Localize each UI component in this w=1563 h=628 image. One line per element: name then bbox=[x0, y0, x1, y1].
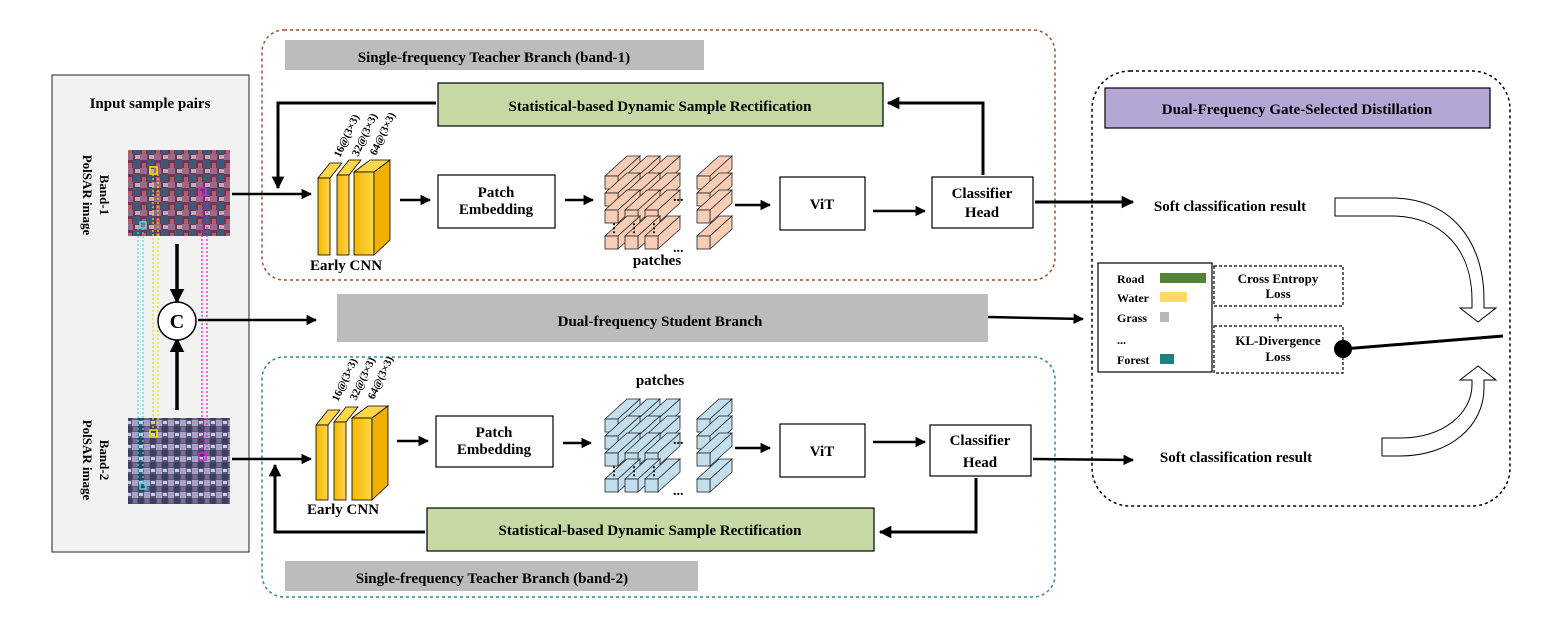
svg-text:...: ... bbox=[673, 190, 684, 205]
svg-text:...: ... bbox=[673, 484, 684, 499]
teacher2-patches: ...... ⋮ ⋮ ⋮ bbox=[603, 398, 734, 499]
svg-text:KL-Divergence: KL-Divergence bbox=[1235, 333, 1320, 348]
teacher1-early-cnn bbox=[317, 159, 392, 256]
svg-text:⋮: ⋮ bbox=[608, 464, 620, 478]
svg-text:Embedding: Embedding bbox=[457, 442, 532, 458]
patch-cube bbox=[695, 432, 734, 467]
concat-label: C bbox=[170, 311, 184, 333]
svg-text:⋮: ⋮ bbox=[648, 464, 660, 478]
band1-label: Band-1 PolSAR image bbox=[80, 155, 112, 236]
gate-switch-line bbox=[1342, 334, 1504, 351]
teacher1-early-cnn-label: Early CNN bbox=[310, 258, 382, 274]
svg-text:Head: Head bbox=[963, 455, 998, 471]
patch-cube bbox=[603, 458, 642, 493]
teacher2-early-cnn bbox=[315, 405, 390, 501]
correspondence-lines bbox=[137, 174, 208, 483]
svg-text:⋮: ⋮ bbox=[628, 464, 640, 478]
teacher2-rectification-label: Statistical-based Dynamic Sample Rectifi… bbox=[499, 523, 803, 539]
svg-text:Loss: Loss bbox=[1265, 286, 1290, 301]
student-branch-label: Dual-frequency Student Branch bbox=[558, 314, 763, 330]
gate-switch-node bbox=[1334, 340, 1352, 358]
teacher2-patch-embedding-box bbox=[435, 415, 554, 468]
svg-text:...: ... bbox=[673, 241, 684, 256]
class-legend bbox=[1097, 262, 1213, 373]
patch-cube bbox=[695, 215, 734, 250]
svg-text:Classifier: Classifier bbox=[952, 186, 1013, 202]
legend-item-road: Road bbox=[1117, 272, 1206, 286]
band2-label: Band-2 PolSAR image bbox=[80, 420, 112, 501]
teacher2-classifier-head-box bbox=[929, 424, 1032, 477]
teacher-branch-band2: Single-frequency Teacher Branch (band-2)… bbox=[232, 354, 1135, 598]
patch-cube bbox=[643, 458, 682, 493]
svg-text:Forest: Forest bbox=[1117, 353, 1149, 367]
teacher2-patches-label: patches bbox=[636, 373, 684, 389]
distillation-title: Dual-Frequency Gate-Selected Distillatio… bbox=[1162, 102, 1433, 118]
svg-text:⋮: ⋮ bbox=[608, 221, 620, 235]
svg-text:Grass: Grass bbox=[1117, 311, 1147, 325]
teacher1-patches: ...... ⋮ ⋮ ⋮ bbox=[603, 155, 734, 256]
svg-text:⋮: ⋮ bbox=[628, 221, 640, 235]
teacher2-title: Single-frequency Teacher Branch (band-2) bbox=[356, 571, 628, 587]
svg-text:Water: Water bbox=[1117, 291, 1150, 305]
svg-text:...: ... bbox=[1117, 333, 1126, 347]
svg-text:Road: Road bbox=[1117, 272, 1145, 286]
svg-text:Head: Head bbox=[965, 205, 1000, 221]
teacher2-early-cnn-label: Early CNN bbox=[307, 502, 379, 518]
legend-item-grass: Grass bbox=[1117, 311, 1169, 325]
distillation-panel: Dual-Frequency Gate-Selected Distillatio… bbox=[1091, 70, 1511, 507]
teacher1-patches-label: patches bbox=[633, 253, 681, 269]
band2-cyan-marker bbox=[139, 482, 147, 490]
student-branch-bar bbox=[337, 294, 988, 342]
teacher1-vit-box bbox=[779, 176, 866, 231]
svg-text:Loss: Loss bbox=[1265, 349, 1290, 364]
teacher1-rectification-label: Statistical-based Dynamic Sample Rectifi… bbox=[509, 99, 813, 115]
teacher2-vit-box bbox=[779, 423, 866, 478]
teacher1-title: Single-frequency Teacher Branch (band-1) bbox=[358, 50, 630, 66]
input-panel-title: Input sample pairs bbox=[90, 96, 211, 112]
teacher1-patch-embedding-box bbox=[437, 174, 556, 229]
patch-cube bbox=[643, 215, 682, 250]
concat-node bbox=[157, 301, 197, 341]
teacher2-title-bar bbox=[285, 561, 698, 591]
legend-item-more: ... bbox=[1117, 333, 1126, 347]
svg-text:PolSAR image: PolSAR image bbox=[80, 420, 95, 501]
svg-text:ViT: ViT bbox=[810, 444, 834, 460]
svg-text:Cross Entropy: Cross Entropy bbox=[1238, 271, 1319, 286]
band2-yellow-marker bbox=[149, 429, 158, 438]
svg-text:Patch: Patch bbox=[478, 185, 515, 201]
teacher1-rectification-box bbox=[437, 82, 884, 127]
svg-text:Classifier: Classifier bbox=[950, 433, 1011, 449]
legend-item-forest: Forest bbox=[1117, 353, 1174, 367]
svg-text:Embedding: Embedding bbox=[459, 202, 534, 218]
distillation-title-box bbox=[1104, 87, 1491, 129]
teacher1-classifier-head-box bbox=[931, 176, 1034, 229]
svg-text:Band-1: Band-1 bbox=[97, 175, 112, 215]
input-panel: Input sample pairs Band-1 PolSAR image B… bbox=[51, 74, 250, 553]
patch-cube bbox=[695, 458, 734, 493]
teacher2-rectification-box bbox=[426, 507, 875, 552]
band1-polsar-image bbox=[128, 150, 230, 236]
cross-entropy-box bbox=[1213, 265, 1344, 307]
patch-cube bbox=[695, 189, 734, 224]
svg-text:Patch: Patch bbox=[476, 425, 513, 441]
svg-text:PolSAR image: PolSAR image bbox=[80, 155, 95, 236]
svg-text:⋮: ⋮ bbox=[648, 221, 660, 235]
legend-item-water: Water bbox=[1117, 291, 1187, 305]
student-branch: Dual-frequency Student Branch bbox=[198, 294, 1085, 342]
teacher1-title-bar bbox=[285, 40, 704, 70]
svg-text:Band-2: Band-2 bbox=[97, 440, 112, 480]
soft-result-top: Soft classification result bbox=[1154, 199, 1306, 215]
svg-text:ViT: ViT bbox=[810, 197, 834, 213]
hollow-arrow-top bbox=[1334, 197, 1498, 323]
hollow-arrow-bottom bbox=[1381, 365, 1498, 457]
teacher-branch-band1: Single-frequency Teacher Branch (band-1)… bbox=[232, 29, 1135, 281]
loss-plus-sign: + bbox=[1273, 308, 1283, 327]
svg-text:...: ... bbox=[673, 433, 684, 448]
soft-result-bottom: Soft classification result bbox=[1160, 450, 1312, 466]
